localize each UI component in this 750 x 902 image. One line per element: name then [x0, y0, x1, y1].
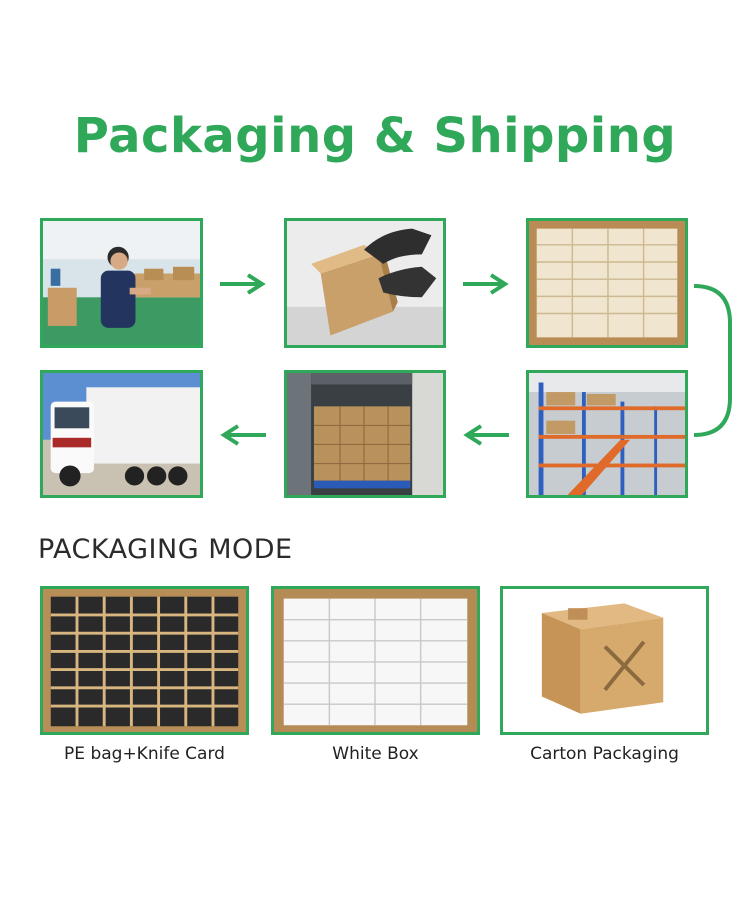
section-title: PACKAGING MODE	[38, 534, 293, 565]
white-boxes-photo	[271, 586, 480, 735]
warehouse-racks-photo	[526, 370, 688, 498]
arrow-left-icon	[220, 424, 266, 446]
arrow-right-icon	[220, 273, 266, 295]
container-loading-photo	[284, 370, 446, 498]
caption-white-box: White Box	[332, 744, 419, 764]
carton-box-photo	[500, 586, 709, 735]
connector-curve-icon	[693, 284, 732, 437]
page-title: Packaging & Shipping	[73, 108, 677, 164]
gloved-hands-box-photo	[284, 218, 446, 348]
arrow-right-icon	[463, 273, 509, 295]
delivery-truck-photo	[40, 370, 203, 498]
caption-carton: Carton Packaging	[530, 744, 679, 764]
stacked-cartons-photo	[526, 218, 688, 348]
caption-pe-bag: PE bag+Knife Card	[64, 744, 225, 764]
arrow-left-icon	[463, 424, 509, 446]
pe-bag-grid-photo	[40, 586, 249, 735]
worker-assembly-photo	[40, 218, 203, 348]
